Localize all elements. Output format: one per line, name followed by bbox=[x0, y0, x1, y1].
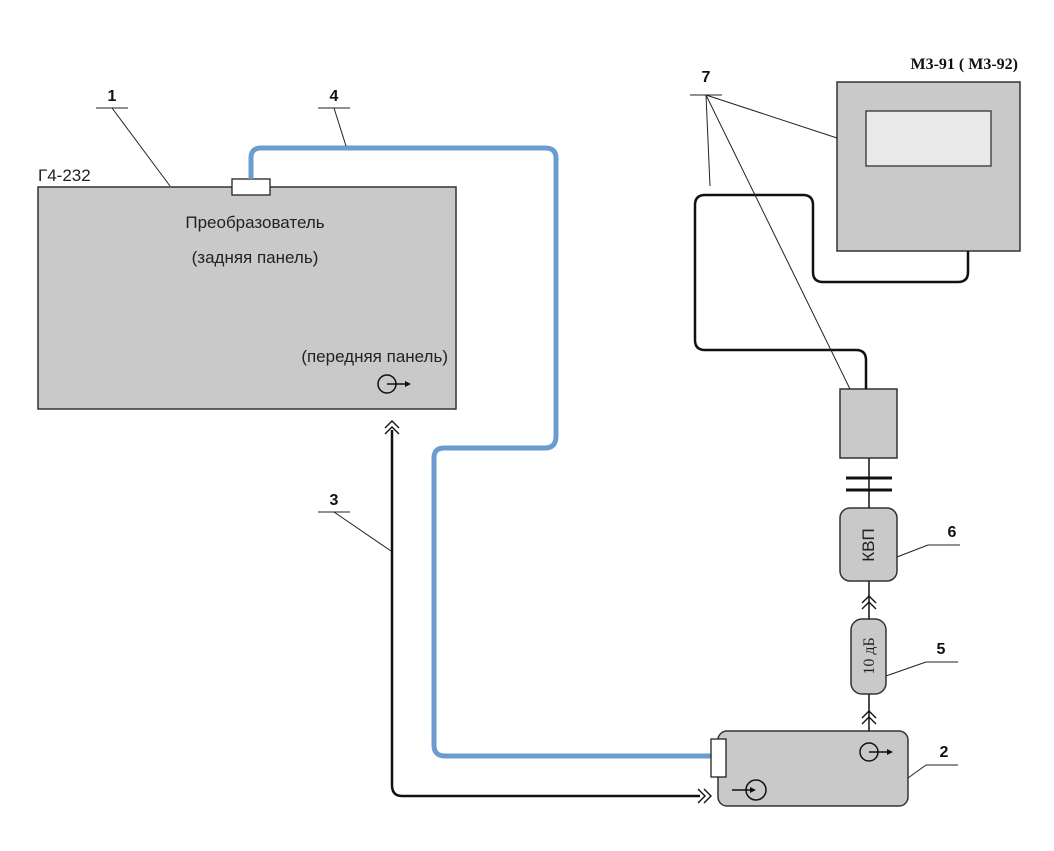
generator-title: Преобразователь bbox=[185, 213, 324, 232]
generator-box bbox=[37, 186, 457, 410]
sensor-head bbox=[839, 388, 898, 459]
converter-input-connector-icon bbox=[732, 779, 767, 801]
callout-5: 5 bbox=[937, 641, 946, 658]
converter-input-chevron-icon bbox=[697, 788, 712, 804]
callout-7: 7 bbox=[702, 69, 711, 86]
generator-output-connector-icon bbox=[377, 374, 411, 394]
meter-model: М3-91 ( М3-92) bbox=[910, 56, 1018, 73]
kvp-input-chevron-icon bbox=[861, 595, 877, 610]
generator-subtitle: (задняя панель) bbox=[192, 248, 319, 267]
meter-display bbox=[865, 110, 992, 167]
black-cable bbox=[390, 430, 700, 798]
blue-cable bbox=[248, 145, 712, 759]
callout-6: 6 bbox=[948, 524, 957, 541]
generator-rear-connector bbox=[231, 178, 271, 196]
callout-1: 1 bbox=[108, 88, 117, 105]
converter-connector bbox=[710, 738, 727, 778]
attenuator-input-chevron-icon bbox=[861, 710, 877, 725]
attenuator-label: 10 дБ bbox=[861, 637, 878, 674]
callout-3: 3 bbox=[330, 492, 339, 509]
callout-4: 4 bbox=[330, 88, 339, 105]
kvp-label: КВП bbox=[859, 528, 878, 561]
callout-2: 2 bbox=[940, 744, 949, 761]
converter-output-connector-icon bbox=[859, 742, 893, 762]
generator-model: Г4-232 bbox=[38, 166, 91, 185]
front-panel-label: (передняя панель) bbox=[301, 347, 448, 366]
generator-connector-chevron-icon bbox=[384, 420, 400, 435]
